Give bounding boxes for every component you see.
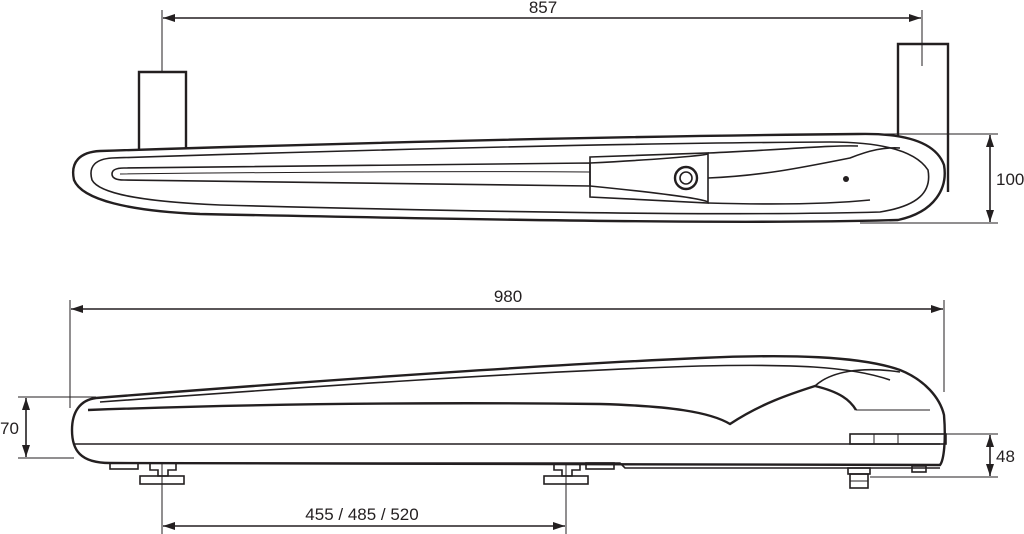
cable-gland — [847, 465, 927, 489]
dimension-980: 980 — [69, 287, 945, 408]
dimension-100-label: 100 — [996, 170, 1024, 189]
dimension-48: 48 — [870, 433, 1015, 478]
dimension-100: 100 — [860, 133, 1024, 224]
operator-body-side — [70, 354, 946, 467]
operator-body-top — [71, 132, 946, 223]
indicator-dot — [843, 176, 849, 182]
dimension-mount-spacing-label: 455 / 485 / 520 — [305, 505, 418, 524]
dimension-70-label: 70 — [0, 419, 19, 438]
dimension-48-label: 48 — [996, 447, 1015, 466]
release-lock-icon — [673, 165, 699, 191]
dimension-857: 857 — [161, 0, 923, 72]
dimension-70: 70 — [0, 396, 96, 459]
side-view: 980 — [0, 287, 1015, 534]
right-bracket — [896, 42, 950, 192]
dimension-857-label: 857 — [529, 0, 557, 17]
left-bracket — [137, 70, 188, 150]
mount-foot-left — [109, 462, 185, 500]
dimension-980-label: 980 — [494, 287, 522, 306]
top-view: 857 100 — [71, 0, 1024, 224]
operator-body-inner — [90, 141, 930, 215]
dimension-mount-spacing: 455 / 485 / 520 — [161, 500, 567, 534]
mount-foot-right — [543, 462, 615, 500]
